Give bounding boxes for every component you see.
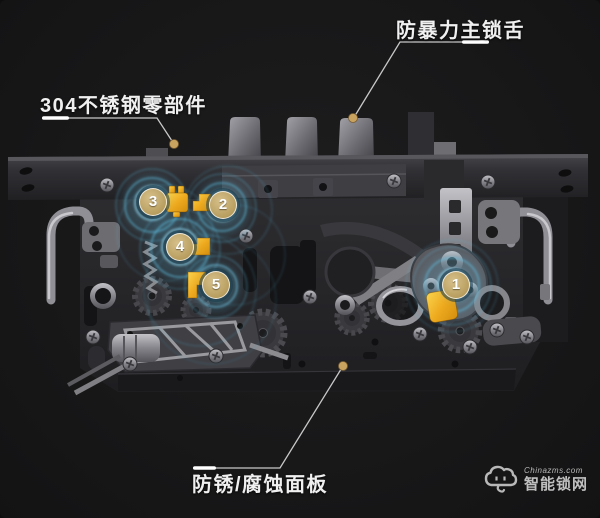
highlighted-part-3 <box>165 185 189 218</box>
callout-line-panel <box>193 365 344 469</box>
callout-label-panel: 防锈/腐蚀面板 <box>192 474 329 496</box>
callout-line-stainless <box>42 117 175 145</box>
marker-badge-3: 3 <box>139 188 167 216</box>
left-hook-lever <box>46 206 94 305</box>
link-rod <box>67 354 121 387</box>
chinazms-logo-cloud-icon <box>484 465 518 493</box>
dark-cylinder <box>88 346 105 370</box>
highlighted-part-5 <box>187 271 207 299</box>
watermark-text: Chinazms.com 智能锁网 <box>524 465 589 493</box>
anchor-dot-stainless <box>169 139 179 149</box>
standoff-post <box>335 295 355 315</box>
cam-boss <box>324 246 376 298</box>
watermark-site-url: Chinazms.com <box>524 465 583 475</box>
body-holes <box>177 338 459 381</box>
marker-badge-1: 1 <box>442 271 470 299</box>
highlighted-parts <box>165 185 458 323</box>
left-bracket <box>82 222 120 268</box>
callout-lines <box>42 41 488 469</box>
bolt-tongue-2 <box>285 117 318 163</box>
callout-anchor-dots <box>169 113 358 371</box>
left-cylinder-post <box>90 283 116 309</box>
watermark: Chinazms.com 智能锁网 <box>482 461 588 497</box>
callout-underlines <box>42 40 489 470</box>
bolt-tongue-1 <box>228 117 261 163</box>
right-clip-2 <box>540 284 550 300</box>
anchor-dot-main-bolt <box>348 113 358 123</box>
link-rod <box>73 359 134 396</box>
anchor-dot-panel <box>338 361 348 371</box>
marker-badge-4: 4 <box>166 233 194 261</box>
callout-line-main-bolt <box>352 41 488 120</box>
faceplate-screw-slots <box>19 167 574 193</box>
bolt-housing <box>221 160 464 200</box>
main-bolt-tongue <box>338 118 374 163</box>
marker-badge-5: 5 <box>202 271 230 299</box>
callout-label-main-bolt: 防暴力主锁舌 <box>396 20 525 42</box>
right-holes-bracket <box>478 200 520 244</box>
marker-badge-2: 2 <box>209 191 237 219</box>
deadbolt-tongues <box>146 112 456 163</box>
highlighted-part-2 <box>192 193 212 212</box>
watermark-brand-name: 智能锁网 <box>524 475 589 493</box>
callout-label-stainless-parts: 304不锈钢零部件 <box>40 95 207 117</box>
body-cutouts <box>84 240 377 369</box>
body-front-lip <box>118 369 516 391</box>
